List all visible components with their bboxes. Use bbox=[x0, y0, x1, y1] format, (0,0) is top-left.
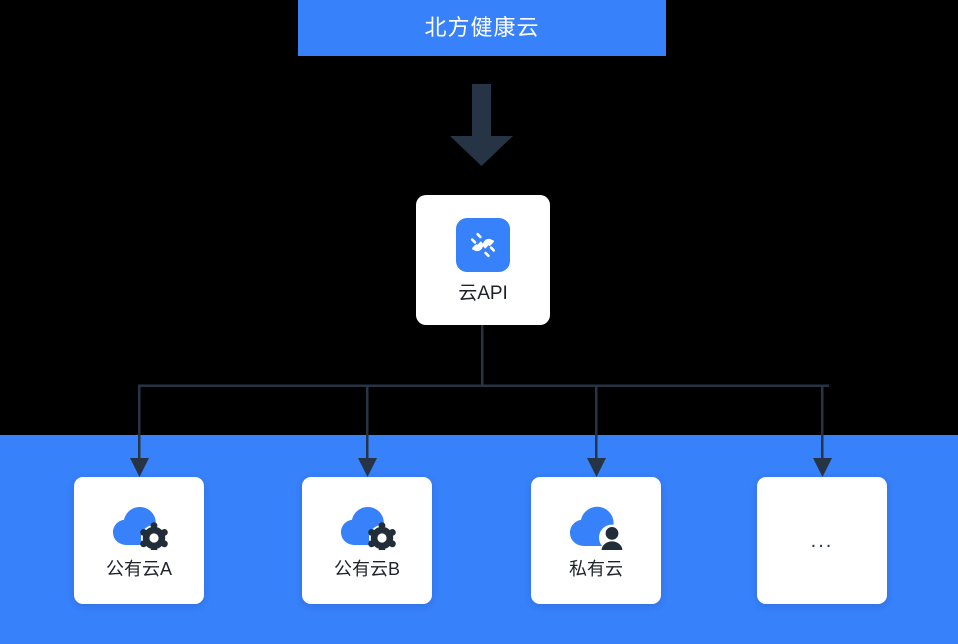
connector-trunk bbox=[481, 325, 484, 386]
cloud-card-label: ... bbox=[810, 529, 834, 552]
cloud-gear-icon bbox=[338, 504, 396, 550]
api-plug-icon bbox=[456, 217, 510, 272]
cloud-card-private[interactable]: 私有云 bbox=[531, 477, 661, 604]
cloud-card-public-b[interactable]: 公有云B bbox=[302, 477, 432, 604]
cloud-card-label: 公有云A bbox=[105, 558, 172, 579]
cloud-card-label: 私有云 bbox=[569, 558, 623, 579]
api-node-label: 云API bbox=[458, 282, 508, 304]
connector-bus bbox=[139, 384, 829, 387]
cloud-card-more[interactable]: ... bbox=[757, 477, 887, 604]
api-node-card[interactable]: 云API bbox=[416, 195, 550, 325]
cloud-gear-icon bbox=[110, 504, 168, 550]
cloud-card-public-a[interactable]: 公有云A bbox=[74, 477, 204, 604]
arrow-down-icon bbox=[450, 84, 513, 166]
page-title: 北方健康云 bbox=[424, 15, 540, 40]
header-banner: 北方健康云 bbox=[298, 0, 666, 56]
cloud-user-icon bbox=[567, 504, 625, 550]
cloud-card-label: 公有云B bbox=[333, 558, 400, 579]
